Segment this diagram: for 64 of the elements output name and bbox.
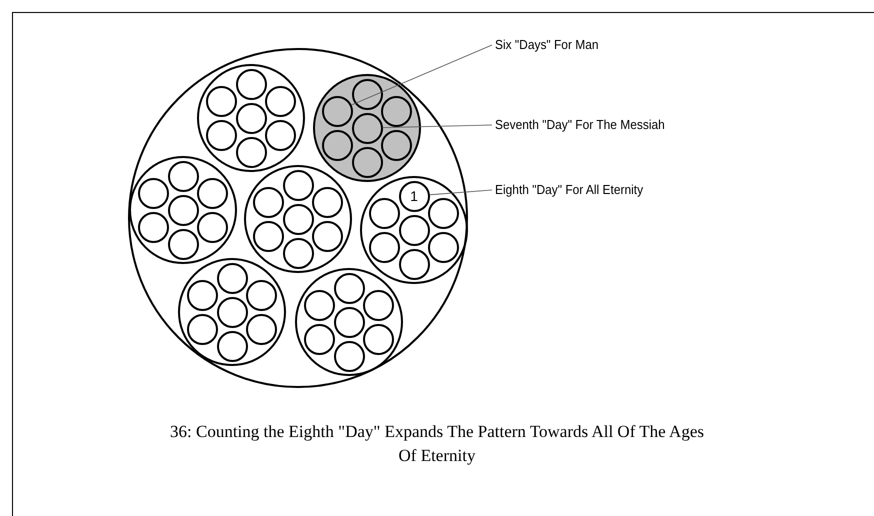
small-circle <box>197 178 228 208</box>
small-circle <box>236 102 266 134</box>
small-circle <box>304 290 335 320</box>
group-circle <box>129 156 237 264</box>
small-circle <box>206 120 237 150</box>
group-circle <box>197 64 305 172</box>
small-circle <box>369 232 400 262</box>
small-circle <box>428 232 459 262</box>
small-circle <box>322 130 353 160</box>
group-circle <box>244 165 352 273</box>
small-circle <box>187 280 218 310</box>
small-circle <box>428 198 459 228</box>
small-circle <box>363 324 394 354</box>
small-circle <box>265 86 296 116</box>
small-circle <box>334 272 364 304</box>
small-circle <box>168 160 198 192</box>
leader-line <box>351 44 492 106</box>
small-circle <box>398 180 430 212</box>
small-circle <box>197 212 228 242</box>
small-circle <box>168 228 198 260</box>
small-circle <box>216 262 248 294</box>
small-circle <box>363 290 394 320</box>
small-circle <box>398 214 430 246</box>
group-circle <box>178 258 286 366</box>
group-circle <box>360 176 468 284</box>
small-circle <box>187 314 218 344</box>
small-circle <box>322 96 353 126</box>
small-circle <box>312 220 343 252</box>
leader-line <box>429 190 492 196</box>
figure-caption: 36: Counting the Eighth "Day" Expands The Pattern Towards All Of The Ages Of Eternity <box>169 421 705 467</box>
group-circle <box>295 268 403 376</box>
small-circle <box>138 212 169 242</box>
small-circle <box>138 178 169 208</box>
small-circle <box>246 280 277 310</box>
small-circle <box>282 204 314 234</box>
small-circle <box>352 78 382 110</box>
small-circle <box>206 86 237 116</box>
small-circle <box>236 68 266 100</box>
leader-label: Six "Days" For Man <box>495 37 599 53</box>
small-circle <box>381 96 412 126</box>
small-circle <box>334 340 364 372</box>
leader-label: Seventh "Day" For The Messiah <box>495 117 665 133</box>
leader-label: Eighth "Day" For All Eternity <box>495 182 644 198</box>
small-circle <box>265 120 296 150</box>
small-circle <box>304 324 335 354</box>
small-circle <box>253 220 284 252</box>
small-circle <box>253 186 284 218</box>
circle-number: 1 <box>409 188 419 204</box>
small-circle <box>381 130 412 160</box>
leader-line <box>382 124 492 128</box>
small-circle <box>282 170 314 200</box>
small-circle <box>334 306 364 338</box>
outer-circle <box>128 48 468 388</box>
small-circle <box>369 198 400 228</box>
small-circle <box>246 314 277 344</box>
small-circle <box>168 194 198 226</box>
small-circle <box>352 112 382 144</box>
small-circle <box>216 296 248 328</box>
small-circle <box>236 136 266 168</box>
small-circle <box>352 146 382 178</box>
small-circle <box>282 238 314 268</box>
small-circle <box>312 186 343 218</box>
small-circle <box>398 248 430 280</box>
small-circle <box>216 330 248 362</box>
